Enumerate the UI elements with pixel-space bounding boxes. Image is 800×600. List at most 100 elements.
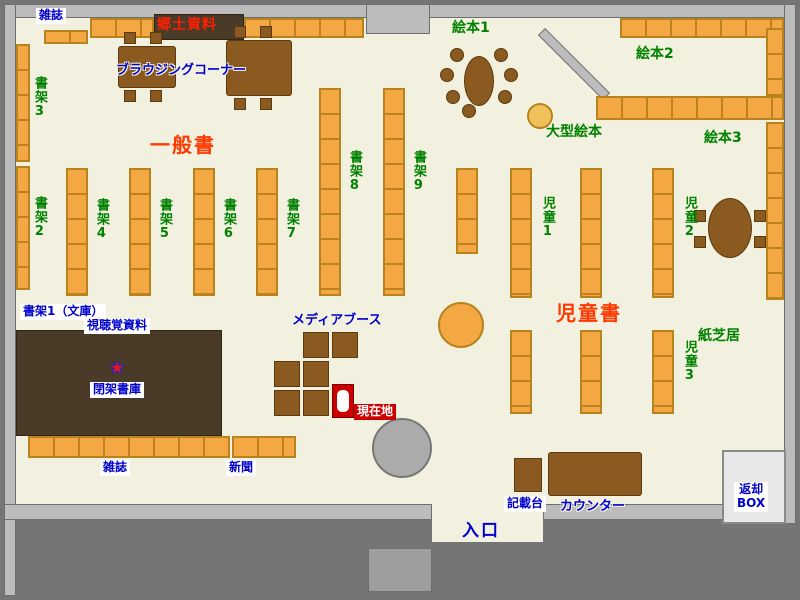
bookshelf-6 bbox=[193, 168, 215, 296]
return-box-label: 返却 BOX bbox=[734, 482, 769, 512]
writing-desk bbox=[514, 458, 542, 492]
magazines-bottom-label: 雑誌 bbox=[100, 460, 131, 476]
shelf1-bunko-label: 書架1（文庫） bbox=[20, 304, 107, 320]
newspapers-shelf bbox=[232, 436, 296, 458]
chair bbox=[754, 210, 766, 222]
chair bbox=[504, 68, 518, 82]
top-shelf-right bbox=[244, 18, 364, 38]
chair bbox=[124, 32, 136, 44]
general-books-label: 一般書 bbox=[150, 133, 216, 157]
return-box-label-line2: BOX bbox=[737, 495, 766, 510]
large-picture-books-bin bbox=[527, 103, 553, 129]
bookshelf-9 bbox=[383, 88, 405, 296]
wall-right bbox=[784, 4, 796, 524]
browsing-corner-label: ブラウジングコーナー bbox=[116, 63, 247, 78]
audiovisual-label: 視聴覚資料 bbox=[84, 318, 151, 334]
current-location-marker-inner bbox=[337, 390, 349, 412]
chair bbox=[440, 68, 454, 82]
magazines-bottom-shelf bbox=[28, 436, 230, 458]
media-booth-unit bbox=[332, 332, 358, 358]
chair bbox=[498, 90, 512, 104]
browsing-table-1 bbox=[118, 46, 176, 88]
chair bbox=[450, 48, 464, 62]
bookshelf-4 bbox=[66, 168, 88, 296]
local-materials-label: 郷土資料 bbox=[157, 17, 217, 33]
children-shelf-3 bbox=[652, 330, 674, 414]
porch-block bbox=[368, 548, 432, 592]
shelf9-label: 書架9 bbox=[410, 150, 426, 194]
media-booth-unit bbox=[274, 361, 300, 387]
counter-label: カウンター bbox=[560, 499, 626, 514]
chair bbox=[462, 104, 476, 118]
children3-label: 児童3 bbox=[681, 340, 697, 384]
media-booth-unit bbox=[303, 332, 329, 358]
chair bbox=[234, 26, 246, 38]
bookshelf-8 bbox=[319, 88, 341, 296]
top-shelf-left bbox=[90, 18, 154, 38]
shelf5-label: 書架5 bbox=[156, 198, 172, 242]
closed-stacks-label: 閉架書庫 bbox=[90, 382, 145, 398]
chair bbox=[694, 236, 706, 248]
shelf6-label: 書架6 bbox=[220, 198, 236, 242]
media-booth-label: メディアブース bbox=[292, 313, 382, 328]
return-box-label-line1: 返却 bbox=[739, 482, 764, 496]
chair bbox=[234, 98, 246, 110]
picture-books-shelf-horizontal bbox=[596, 96, 784, 120]
bookshelf-small-center bbox=[456, 168, 478, 254]
entrance-label: 入口 bbox=[462, 521, 500, 541]
kamishibai-label: 紙芝居 bbox=[698, 328, 740, 344]
wall-bottom-left bbox=[4, 504, 432, 520]
picture-books2-label: 絵本2 bbox=[636, 46, 674, 62]
shelf4-label: 書架4 bbox=[93, 198, 109, 242]
chair bbox=[446, 90, 460, 104]
shelf8-label: 書架8 bbox=[346, 150, 362, 194]
children-shelf-2 bbox=[652, 168, 674, 298]
shelf7-label: 書架7 bbox=[283, 198, 299, 242]
bookshelf-5 bbox=[129, 168, 151, 296]
writing-desk-label: 記載台 bbox=[504, 496, 547, 512]
shelf2-label: 書架2 bbox=[31, 196, 47, 240]
star-icon: ★ bbox=[110, 358, 125, 377]
current-location-label: 現在地 bbox=[354, 404, 397, 420]
current-location-marker bbox=[332, 384, 354, 418]
bookshelf-3 bbox=[16, 44, 30, 162]
media-booth-unit bbox=[303, 361, 329, 387]
chair bbox=[754, 236, 766, 248]
chair bbox=[260, 98, 272, 110]
chair bbox=[260, 26, 272, 38]
children2-label: 児童2 bbox=[681, 196, 697, 240]
chair bbox=[694, 210, 706, 222]
chair bbox=[494, 48, 508, 62]
children-books-label: 児童書 bbox=[556, 301, 622, 325]
media-booth-unit bbox=[303, 390, 329, 416]
media-booth-unit bbox=[274, 390, 300, 416]
picture-books3-label: 絵本3 bbox=[704, 130, 742, 146]
right-wall-shelf-top bbox=[766, 28, 784, 96]
children-shelf-lower-2 bbox=[580, 330, 602, 414]
bookshelf-2 bbox=[16, 166, 30, 290]
children-shelf-lower-1 bbox=[510, 330, 532, 414]
chair bbox=[150, 32, 162, 44]
chair bbox=[124, 90, 136, 102]
top-right-wall-shelf bbox=[620, 18, 784, 38]
pillar-round bbox=[372, 418, 432, 478]
wall-left bbox=[4, 4, 16, 596]
large-picture-books-label: 大型絵本 bbox=[546, 124, 602, 140]
magazines-top-label: 雑誌 bbox=[36, 8, 67, 24]
counter-desk bbox=[548, 452, 642, 496]
picture-books-table bbox=[464, 56, 494, 106]
picture-books1-label: 絵本1 bbox=[452, 20, 490, 36]
right-wall-shelf-mid bbox=[766, 122, 784, 300]
children-shelf-mid bbox=[580, 168, 602, 298]
bookshelf-7 bbox=[256, 168, 278, 296]
chair bbox=[150, 90, 162, 102]
pillar-block-top bbox=[366, 4, 430, 34]
children-shelf-1 bbox=[510, 168, 532, 298]
round-table bbox=[438, 302, 484, 348]
newspapers-label: 新聞 bbox=[226, 460, 257, 476]
children-table bbox=[708, 198, 752, 258]
browsing-table-2 bbox=[226, 40, 292, 96]
magazine-shelf-top bbox=[44, 30, 88, 44]
shelf3-label: 書架3 bbox=[31, 76, 47, 120]
